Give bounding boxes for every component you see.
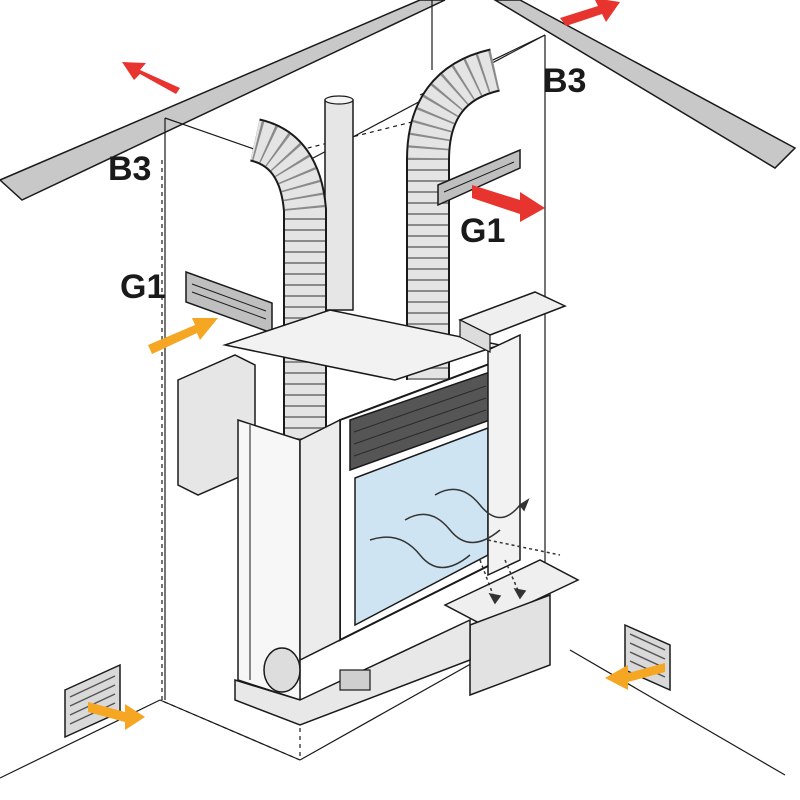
ceiling-band-right (493, 0, 797, 169)
ceiling-band-left (0, 0, 446, 201)
fireplace-unit (177, 291, 580, 726)
left-flexible-duct (248, 118, 327, 440)
deflector-shelf (443, 559, 580, 626)
grille-g1-right (437, 148, 521, 207)
orange-arrow-icon (88, 318, 665, 730)
grille-floor-left (64, 663, 121, 739)
airflow-arrows (369, 488, 561, 605)
flue-pipe (324, 95, 354, 311)
label-b3-right: B3 (543, 62, 586, 100)
label-b3-left: B3 (108, 150, 151, 188)
right-flexible-duct (406, 48, 501, 380)
room-walls (0, 0, 797, 779)
red-arrow-icon (122, 0, 620, 222)
label-g1-left: G1 (120, 268, 165, 306)
label-g1-right: G1 (460, 212, 505, 250)
fan-wheel (263, 647, 301, 693)
